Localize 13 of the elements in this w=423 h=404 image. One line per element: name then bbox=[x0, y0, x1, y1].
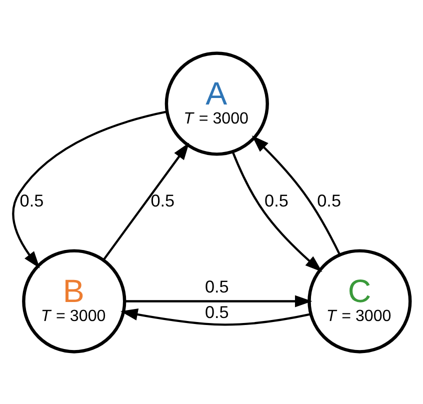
arrow bbox=[120, 308, 311, 326]
edge-label: 0.5 bbox=[264, 190, 288, 210]
edge-label: 0.5 bbox=[204, 276, 229, 296]
arrow bbox=[102, 142, 190, 260]
edge-label: 0.5 bbox=[150, 190, 175, 210]
arrow bbox=[124, 294, 312, 307]
edge-label: 0.5 bbox=[204, 302, 229, 322]
arrow bbox=[232, 151, 322, 272]
edge-label: 0.5 bbox=[20, 190, 44, 210]
arrow bbox=[252, 134, 341, 255]
arrow bbox=[12, 110, 168, 268]
edge-label: 0.5 bbox=[317, 190, 342, 210]
node-circle: C T = 3000 bbox=[308, 248, 412, 353]
